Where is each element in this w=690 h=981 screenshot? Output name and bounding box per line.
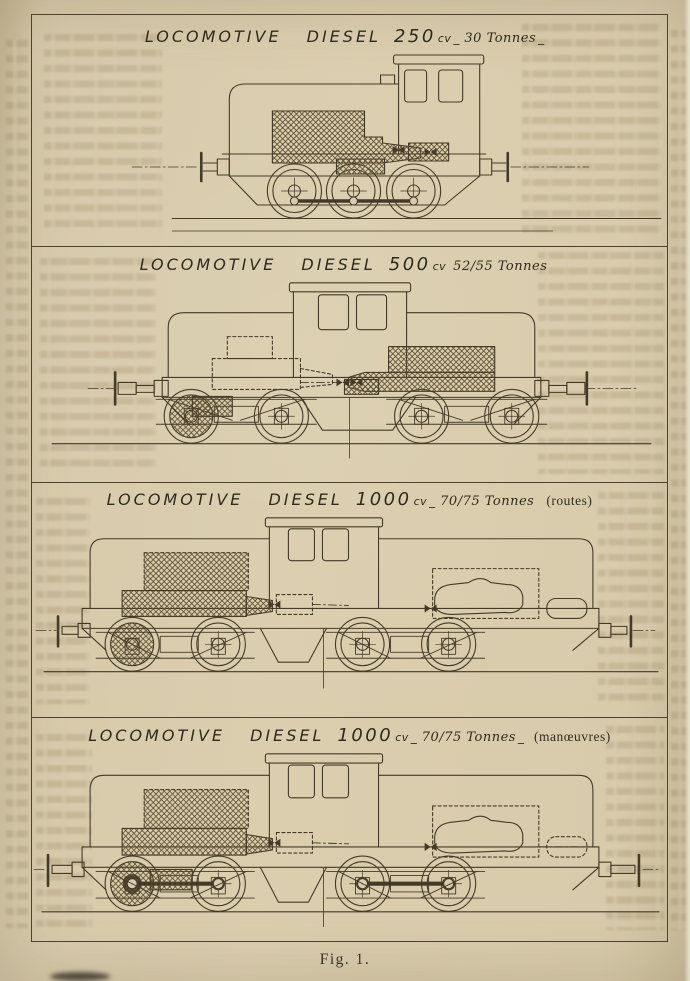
title-power-value: 1000 <box>337 725 394 746</box>
cab-window <box>321 764 350 799</box>
title-weight-suffix: _ <box>538 31 545 45</box>
title-power-value: 500 <box>388 254 431 275</box>
shaft-coupling <box>424 842 437 851</box>
engine-block-dashed <box>432 568 540 619</box>
wheelset <box>104 616 477 672</box>
title-power-unit: cv <box>413 495 428 508</box>
shaft-coupling <box>424 148 437 156</box>
title-note: (routes) <box>546 493 593 508</box>
title-separator: _ <box>410 730 417 744</box>
title-main: LOCOMOTIVE DIESEL <box>139 255 376 274</box>
title-separator: _ <box>453 31 460 45</box>
figure-caption: Fig. 1. <box>319 951 371 968</box>
locomotive-500cv-drawing <box>51 282 652 459</box>
title-main: LOCOMOTIVE DIESEL <box>106 490 343 509</box>
shaft-coupling <box>424 604 437 613</box>
cab-window <box>438 69 464 103</box>
engine-block <box>121 789 313 856</box>
title-power-unit: cv <box>432 260 447 273</box>
wheelset <box>266 163 442 219</box>
engine-silhouette <box>434 578 524 615</box>
shaft-coupling <box>268 838 281 847</box>
ink-smudge <box>50 972 110 981</box>
title-main: LOCOMOTIVE DIESEL <box>88 726 325 745</box>
locomotive-1000cv-manoeuvres-drawing <box>33 753 662 928</box>
shaft-coupling <box>268 600 281 609</box>
title-main: LOCOMOTIVE DIESEL <box>144 27 381 46</box>
cab-window <box>321 528 350 562</box>
cab-window <box>355 294 388 331</box>
engine-block <box>121 552 313 617</box>
title-note: (manœuvres) <box>533 729 611 744</box>
engine-block <box>271 110 450 175</box>
engine-block-dashed <box>432 805 540 858</box>
cab-window <box>287 764 315 799</box>
title-weight: 70/75 Tonnes <box>440 494 535 509</box>
body-outline <box>81 517 600 689</box>
bogies <box>95 870 486 899</box>
engine-block <box>343 346 496 395</box>
buffers <box>46 853 641 888</box>
locomotive-1000cv-routes-drawing <box>35 517 659 689</box>
body-outline <box>81 753 600 928</box>
buffers <box>113 371 589 406</box>
title-weight: 52/55 Tonnes <box>453 259 548 274</box>
title-weight: 70/75 Tonnes <box>421 730 516 745</box>
bogies <box>95 631 486 659</box>
title-separator: _ <box>429 494 436 508</box>
engine-silhouette <box>434 815 524 854</box>
cab-window <box>404 69 428 103</box>
title-weight: 30 Tonnes <box>464 31 537 46</box>
title-power-value: 1000 <box>355 489 412 510</box>
traction-motor <box>149 868 193 891</box>
title-weight-suffix: _ <box>517 730 524 744</box>
title-power-value: 250 <box>393 26 436 47</box>
cab-window <box>287 528 315 562</box>
cab-window <box>317 294 350 331</box>
title-power-unit: cv <box>437 32 452 45</box>
title-power-unit: cv <box>395 731 409 744</box>
rails <box>171 217 662 232</box>
buffers <box>199 151 510 183</box>
bleedthrough-text <box>6 40 28 928</box>
shaft-coupling <box>392 146 405 154</box>
traction-motor <box>191 395 233 417</box>
engine-block-dashed <box>211 336 334 390</box>
page-edge-highlight <box>684 0 690 981</box>
buffers <box>56 615 633 648</box>
locomotive-250cv-drawing <box>131 54 662 232</box>
